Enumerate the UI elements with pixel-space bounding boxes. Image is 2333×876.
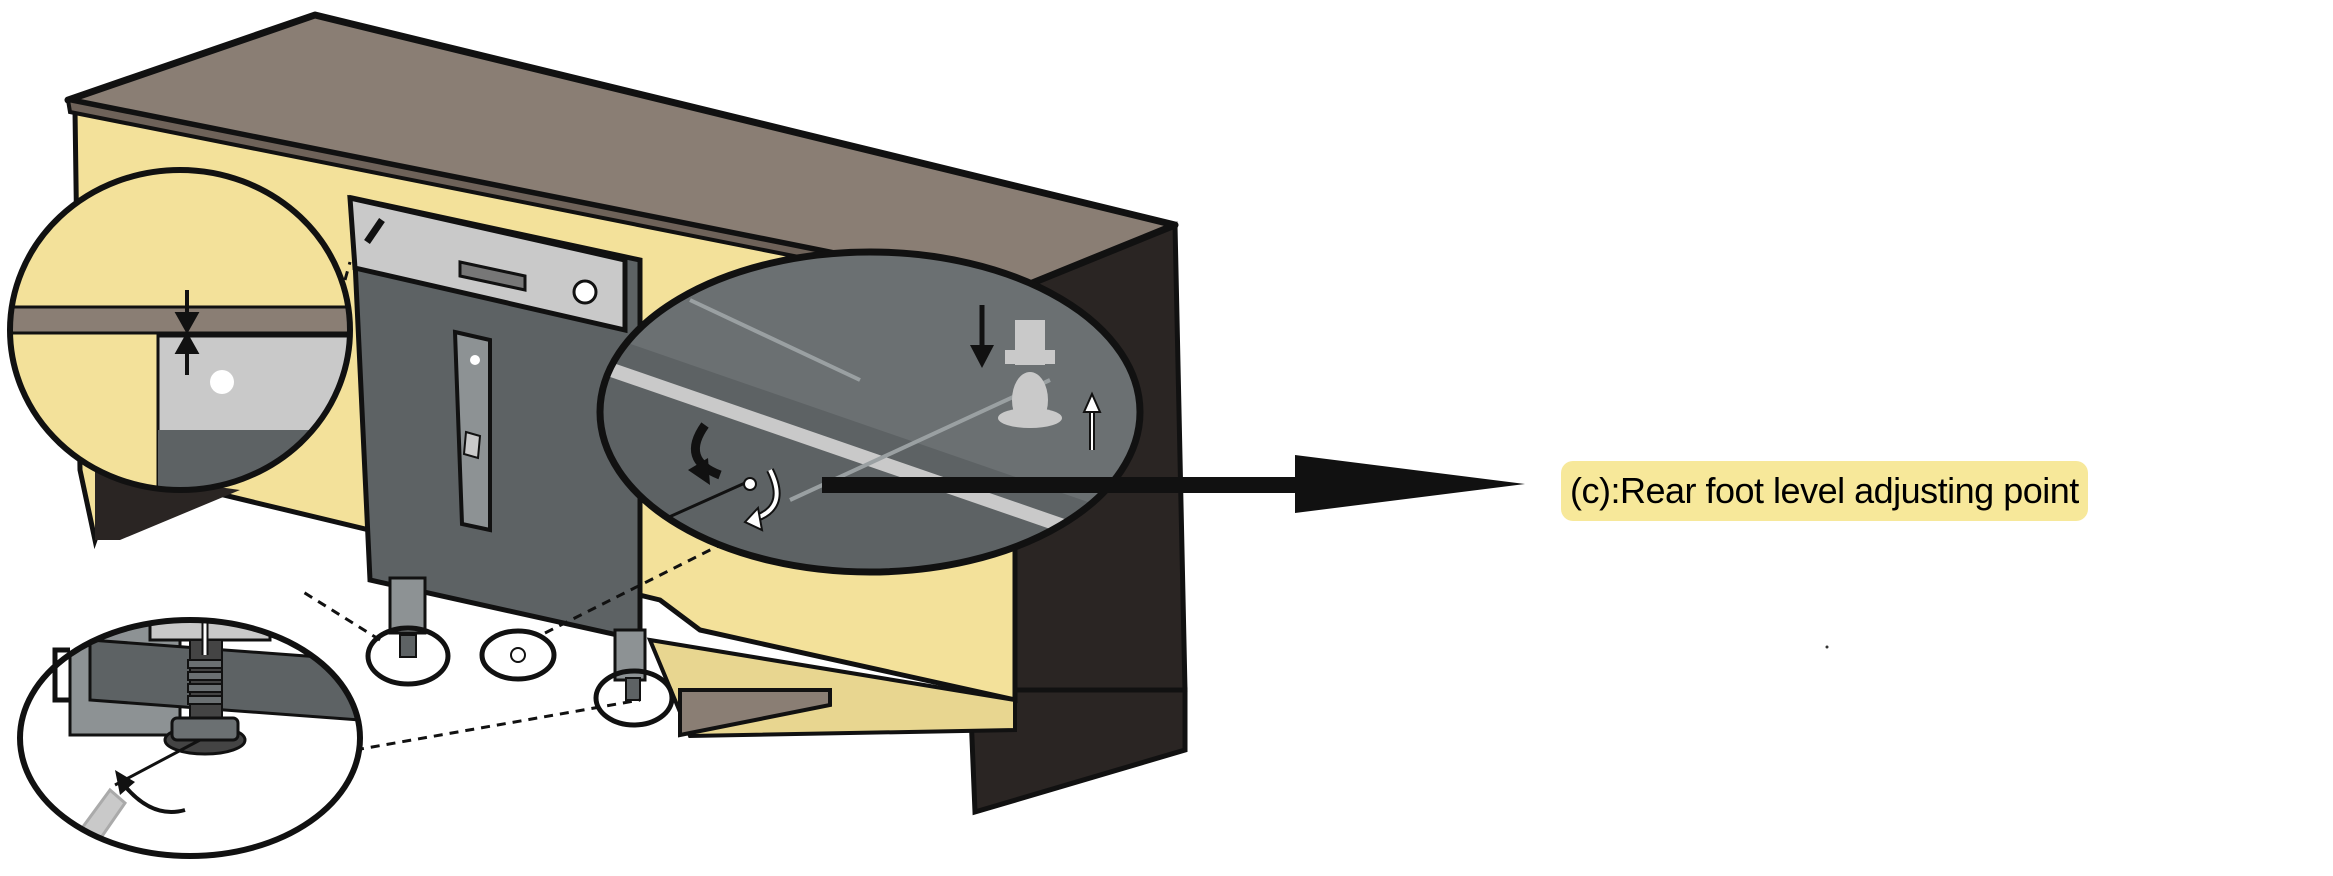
door-handle — [452, 329, 492, 533]
button-icon — [572, 279, 598, 305]
control-knob-icon — [364, 218, 385, 244]
countertop — [64, 11, 1179, 303]
down-arrow-icon — [970, 305, 994, 368]
leveling-foot-icon — [998, 320, 1062, 428]
rotate-arrow-icon — [688, 422, 781, 532]
front-left-foot-marker — [365, 625, 451, 687]
callout-arrow-icon — [822, 455, 1525, 513]
front-right-foot-marker — [593, 668, 675, 728]
zoom-rear-foot-detail — [596, 248, 1144, 576]
foot-markers — [365, 625, 675, 728]
callout-label: (c):Rear foot level adjusting point — [1561, 461, 2088, 521]
dishwasher — [347, 194, 647, 682]
clearance-arrows-icon — [174, 290, 200, 375]
leader-lines — [299, 261, 721, 752]
up-arrow-icon — [201, 620, 209, 655]
leveling-foot-icon — [163, 659, 247, 756]
display-window — [458, 260, 527, 292]
rear-foot-marker — [479, 628, 557, 682]
up-arrow-icon — [1082, 391, 1102, 450]
zoom-front-foot-detail — [17, 617, 363, 859]
zoom-clearance-detail — [7, 167, 353, 493]
